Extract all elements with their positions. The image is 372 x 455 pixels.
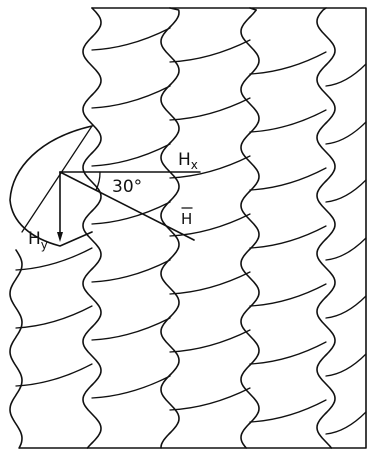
hx-label: Hx <box>178 150 198 172</box>
hy-label: Hy <box>28 229 48 252</box>
domain-wall <box>82 7 102 449</box>
domain-cross-arc <box>249 225 327 249</box>
figure-labels: Hx Hy H 30° <box>28 150 198 252</box>
domain-cross-arc <box>169 97 251 121</box>
h-vector-label: H <box>181 210 192 228</box>
domain-cross-arc <box>249 167 327 191</box>
domain-cross-arc <box>15 247 93 271</box>
sample-boundary <box>19 7 367 449</box>
domain-cross-arc <box>169 271 251 295</box>
domain-cross-arc <box>325 295 367 319</box>
domain-cross-arc <box>91 27 171 51</box>
edge-domain-bulge <box>9 125 93 247</box>
sample-left-edge <box>9 249 23 449</box>
domain-cross-arc <box>325 179 367 203</box>
domain-cross-arc <box>91 375 171 399</box>
domain-cross-arc <box>169 387 251 411</box>
domain-wall <box>316 7 336 449</box>
domain-cross-arc <box>91 259 171 283</box>
domain-walls <box>9 7 336 449</box>
domain-wall <box>160 7 180 449</box>
domain-cross-arc <box>91 201 171 225</box>
domain-cross-arcs <box>15 27 367 435</box>
domain-cross-arc <box>249 51 327 75</box>
domain-cross-arc <box>169 213 251 237</box>
domain-cross-arc <box>169 39 251 63</box>
domain-cross-arc <box>91 317 171 341</box>
domain-cross-arc <box>169 329 251 353</box>
h-vector-arrow <box>59 171 195 241</box>
domain-cross-arc <box>325 411 367 435</box>
hy-arrowhead <box>57 232 63 242</box>
domain-cross-arc <box>249 399 327 423</box>
domain-cross-arc <box>15 363 93 387</box>
domain-cross-arc <box>249 341 327 365</box>
field-vectors <box>57 171 201 242</box>
domain-cross-arc <box>91 143 171 167</box>
angle-arc <box>95 171 101 191</box>
domain-wall <box>240 7 260 449</box>
domain-cross-arc <box>325 237 367 261</box>
domain-cross-arc <box>249 109 327 133</box>
angle-label: 30° <box>112 177 142 197</box>
domain-cross-arc <box>325 353 367 377</box>
domain-cross-arc <box>91 85 171 109</box>
domain-cross-arc <box>325 121 367 145</box>
domain-cross-arc <box>169 155 251 179</box>
domain-cross-arc <box>15 305 93 329</box>
domain-cross-arc <box>325 63 367 87</box>
domain-cross-arc <box>249 283 327 307</box>
